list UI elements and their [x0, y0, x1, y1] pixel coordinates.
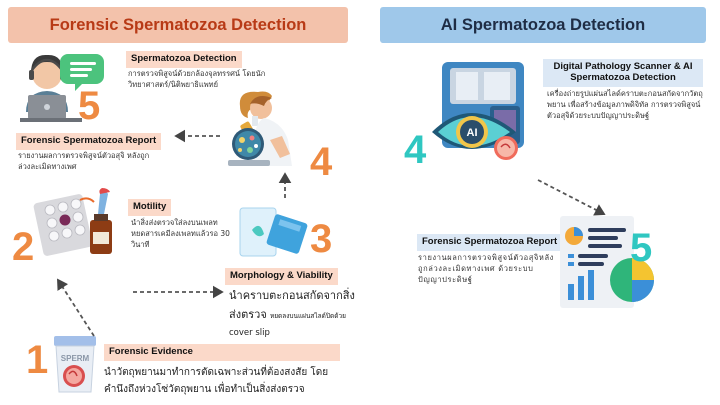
step-4-title: Spermatozoa Detection — [126, 51, 242, 68]
scientist-microscope-icon — [228, 91, 292, 166]
left-section-title: Forensic Spermatozoa Detection — [8, 7, 348, 43]
ai-step-4-title: Digital Pathology Scanner & AI Spermatoz… — [543, 59, 703, 87]
step-3-desc-main: นำคราบตะกอนสกัดจากสิ่งส่งตรวจ — [229, 289, 355, 321]
report-dashboard-icon — [560, 216, 654, 308]
step-3-desc-tail: cover slip — [229, 328, 270, 339]
step-5-title: Forensic Spermatozoa Report — [16, 133, 162, 150]
ai-step-5-title: Forensic Spermatozoa Report — [417, 234, 563, 251]
glass-slide-icon — [239, 207, 308, 257]
analyst-laptop-icon — [20, 54, 104, 122]
step-5-description: รายงานผลการตรวจพิสูจน์ตัวอสุจิ หลังถูกล่… — [18, 151, 150, 171]
step-2-title: Motility — [128, 199, 172, 216]
ai-step-5-number: 5 — [630, 226, 653, 270]
step-2-number: 2 — [12, 225, 35, 269]
ai-step-4-description: เครื่องถ่ายรูปแผ่นสไลด์คราบตะกอนสกัดจากว… — [547, 89, 703, 120]
step-3-number: 3 — [310, 217, 333, 261]
sperm-cup-label: SPERM — [61, 354, 90, 363]
step-1-title: Forensic Evidence — [104, 344, 340, 361]
step-1-description: นำวัตถุพยานมาทำการตัดเฉพาะส่วนที่ต้องสงส… — [104, 367, 329, 395]
ai-badge-label: AI — [467, 127, 478, 139]
step-1-number: 1 — [26, 338, 49, 382]
arrow-ai-4-to-5 — [537, 179, 606, 216]
ai-scanner-icon: AI — [432, 62, 524, 160]
step-3-description: นำคราบตะกอนสกัดจากสิ่งส่งตรวจ หยดลงบนแผ่… — [229, 287, 357, 341]
step-4-description: การตรวจพิสูจน์ด้วยกล้องจุลทรรศน์ โดยนักว… — [128, 69, 266, 89]
ai-step-5-description: รายงานผลการตรวจพิสูจน์ตัวอสุจิหลังถูกล่ว… — [418, 253, 554, 284]
ai-step-4-number: 4 — [404, 128, 427, 172]
sperm-sample-cup-icon: SPERM — [54, 336, 96, 393]
step-3-desc-sub: หยดลงบนแผ่นสไลด์ปิดด้วย — [269, 311, 346, 320]
right-section-title: AI Spermatozoa Detection — [380, 7, 706, 43]
step-3-title: Morphology & Viability — [225, 268, 338, 285]
arrow-1-to-2 — [57, 278, 95, 337]
well-plate-and-reagent-icon — [33, 188, 112, 256]
step-2-description: นำสิ่งส่งตรวจใส่ลงบนเพลท หยดสารเคมีลงเพล… — [131, 218, 230, 249]
step-5-number: 5 — [78, 84, 101, 128]
step-4-number: 4 — [310, 140, 333, 184]
